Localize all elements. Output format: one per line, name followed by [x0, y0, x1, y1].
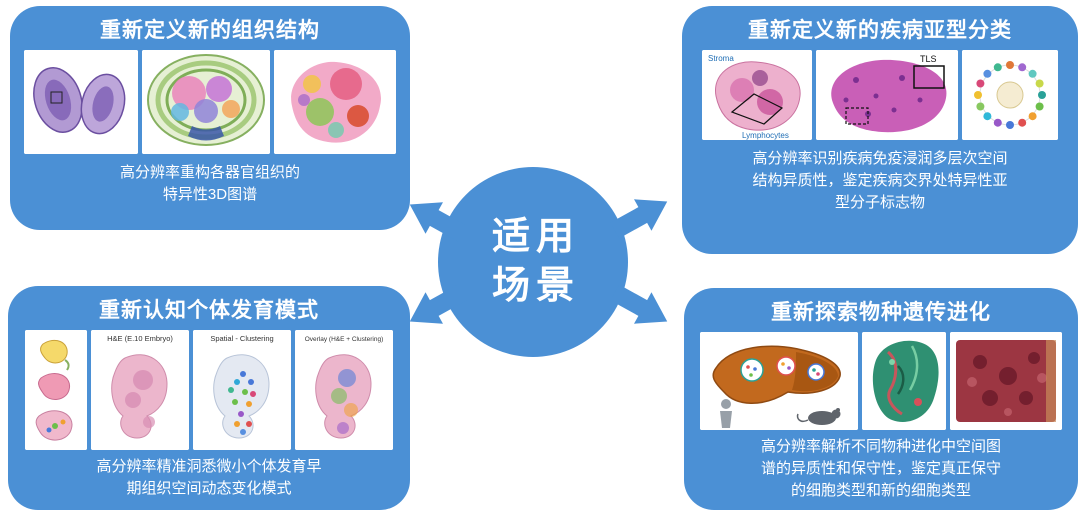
- panel-title-disease-subtype: 重新定义新的疾病亚型分类: [748, 19, 1012, 42]
- overlay-label: Overlay (H&E + Clustering): [305, 336, 384, 343]
- human-silhouette-icon: [720, 399, 732, 429]
- thumbnail-row: Stroma Lymphocytes TLS: [702, 50, 1058, 141]
- embryo-stages-graphic: [25, 330, 87, 451]
- stroma-label: Stroma: [708, 54, 734, 63]
- thumbnail-row: [24, 50, 396, 155]
- organ-histology-graphic: [24, 50, 138, 155]
- panel-caption: 高分辨率识别疾病免疫浸润多层次空间 结构异质性，鉴定疾病交界处特异性亚 型分子标…: [752, 148, 1007, 213]
- embryo-overlay-graphic: Overlay (H&E + Clustering): [295, 330, 393, 451]
- tls-histology-graphic: TLS: [816, 50, 958, 141]
- he-label: H&E (E.10 Embryo): [107, 334, 173, 343]
- center-label-line: 适用: [491, 215, 580, 258]
- caption-line: 期组织空间动态变化模式: [126, 479, 292, 497]
- embryo-he-thumbnail: H&E (E.10 Embryo): [91, 330, 189, 451]
- panel-title-species-evolution: 重新探索物种遗传进化: [771, 301, 991, 324]
- center-label-line: 场景: [491, 265, 580, 307]
- spatial-map-graphic: [274, 50, 396, 155]
- panel-title-development-pattern: 重新认知个体发育模式: [99, 299, 319, 322]
- embryo-stages-thumbnail: [25, 330, 87, 451]
- tls-histology-thumbnail: TLS: [816, 50, 958, 141]
- panel-caption: 高分辨率精准洞悉微小个体发育早 期组织空间动态变化模式: [96, 456, 321, 500]
- clustering-label: Spatial - Clustering: [210, 334, 273, 343]
- liver-species-thumbnail: [700, 332, 858, 431]
- thumbnail-row: H&E (E.10 Embryo) Spatial - Clustering: [25, 330, 393, 451]
- liver-spatial-thumbnail: [862, 332, 946, 431]
- annotated-tumor-graphic: Stroma Lymphocytes: [702, 50, 812, 141]
- celltype-network-thumbnail: [962, 50, 1058, 141]
- center-scenario-circle: 适用 场景: [438, 167, 628, 357]
- thumbnail-row: [700, 332, 1062, 431]
- annotated-tumor-thumbnail: Stroma Lymphocytes: [702, 50, 812, 141]
- caption-line: 的细胞类型和新的细胞类型: [790, 481, 971, 499]
- embryo-he-graphic: H&E (E.10 Embryo): [91, 330, 189, 451]
- caption-line: 特异性3D图谱: [162, 185, 258, 203]
- panel-development-pattern: 重新认知个体发育模式 H&E (E.10 Embryo): [8, 286, 410, 510]
- caption-line: 高分辨率解析不同物种进化中空间图: [760, 438, 1001, 456]
- brain-atlas-graphic: [142, 50, 270, 155]
- liver-histology-thumbnail: [950, 332, 1062, 431]
- mouse-silhouette-icon: [796, 408, 841, 426]
- spatial-map-thumbnail: [274, 50, 396, 155]
- liver-spatial-graphic: [862, 332, 946, 431]
- liver-species-graphic: [700, 332, 858, 431]
- celltype-network-graphic: [962, 50, 1058, 141]
- panel-caption: 高分辨率重构各器官组织的 特异性3D图谱: [120, 162, 300, 206]
- panel-title-tissue-structure: 重新定义新的组织结构: [100, 19, 320, 42]
- caption-line: 结构异质性，鉴定疾病交界处特异性亚: [752, 171, 1008, 189]
- caption-line: 高分辨率重构各器官组织的: [119, 164, 300, 182]
- panel-caption: 高分辨率解析不同物种进化中空间图 谱的异质性和保守性，鉴定真正保守 的细胞类型和…: [761, 436, 1001, 501]
- embryo-clustering-graphic: Spatial - Clustering: [193, 330, 291, 451]
- caption-line: 高分辨率精准洞悉微小个体发育早: [96, 458, 322, 476]
- lymphocytes-label: Lymphocytes: [742, 131, 789, 140]
- liver-histology-graphic: [950, 332, 1062, 431]
- organ-histology-thumbnail: [24, 50, 138, 155]
- brain-atlas-thumbnail: [142, 50, 270, 155]
- embryo-clustering-thumbnail: Spatial - Clustering: [193, 330, 291, 451]
- panel-disease-subtype: 重新定义新的疾病亚型分类 Stroma Lymphocytes: [682, 6, 1078, 254]
- caption-line: 高分辨率识别疾病免疫浸润多层次空间: [752, 150, 1008, 168]
- tls-label: TLS: [920, 54, 937, 64]
- caption-line: 谱的异质性和保守性，鉴定真正保守: [760, 459, 1001, 477]
- panel-species-evolution: 重新探索物种遗传进化: [684, 288, 1078, 510]
- embryo-overlay-thumbnail: Overlay (H&E + Clustering): [295, 330, 393, 451]
- panel-tissue-structure: 重新定义新的组织结构: [10, 6, 410, 230]
- caption-line: 型分子标志物: [834, 193, 925, 211]
